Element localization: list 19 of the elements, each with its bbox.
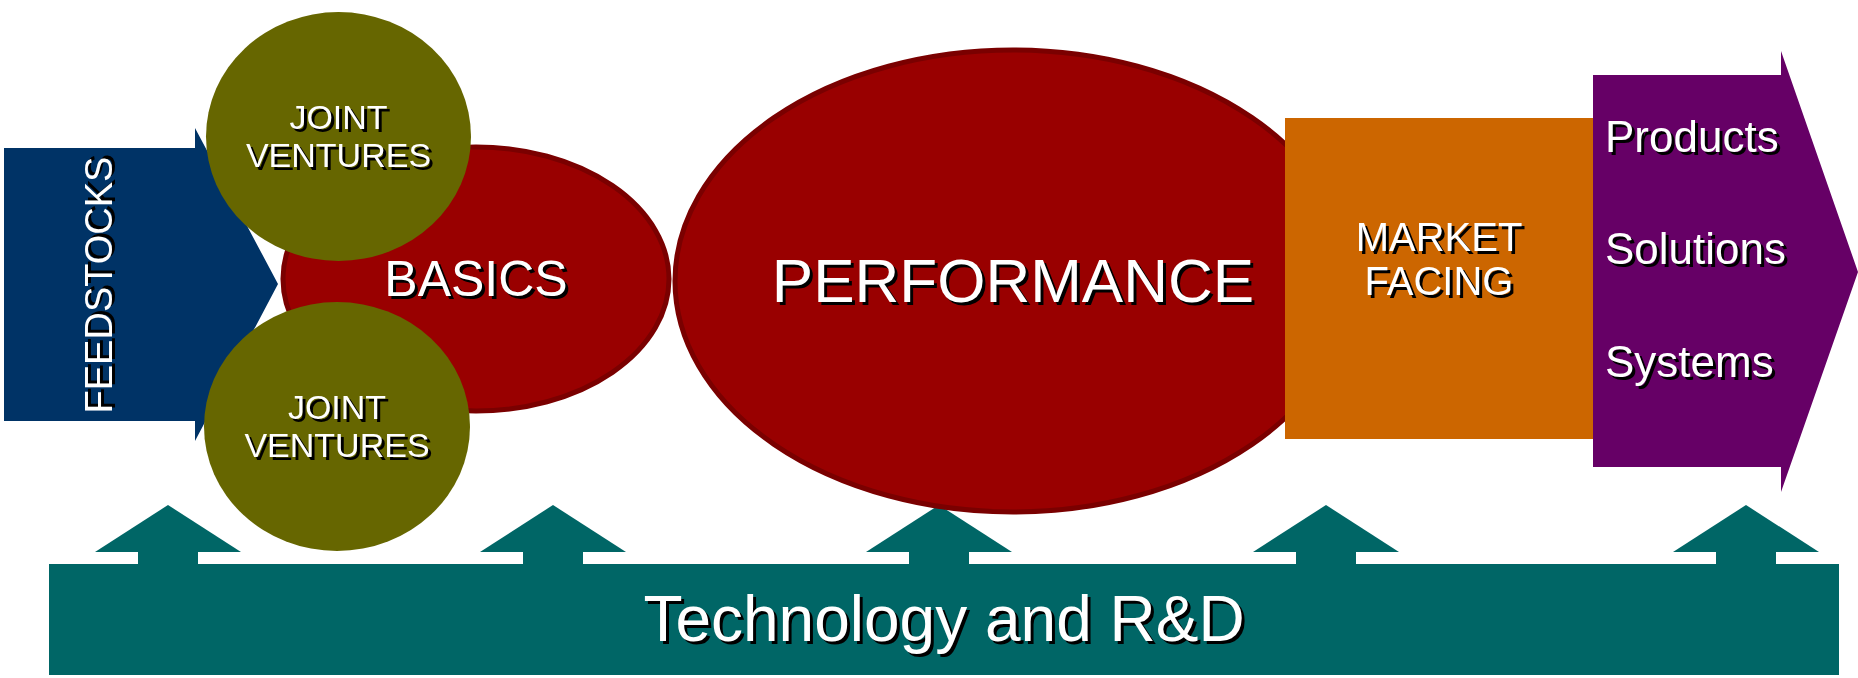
up-arrow (95, 505, 241, 564)
node-label: PERFORMANCE (771, 246, 1255, 316)
node-label: JOINT VENTURES (243, 389, 431, 464)
up-arrow (1673, 505, 1819, 564)
node-label: Technology and R&D (643, 584, 1245, 655)
node-label: JOINT VENTURES (244, 99, 433, 174)
node-label: Solutions (1605, 225, 1786, 274)
up-arrow (866, 505, 1012, 564)
node-label: MARKET FACING (1354, 214, 1524, 303)
node-label: FEEDSTOCKS (79, 156, 121, 414)
node-label: Systems (1605, 337, 1774, 387)
circle-node (201, 299, 473, 554)
node-label: BASICS (384, 251, 568, 307)
node-label: Products (1605, 113, 1779, 162)
up-arrow (1253, 505, 1399, 564)
banner-bar (49, 564, 1839, 675)
up-arrow (480, 505, 626, 564)
process-box (1285, 118, 1593, 439)
pointed-panel (1593, 51, 1858, 492)
